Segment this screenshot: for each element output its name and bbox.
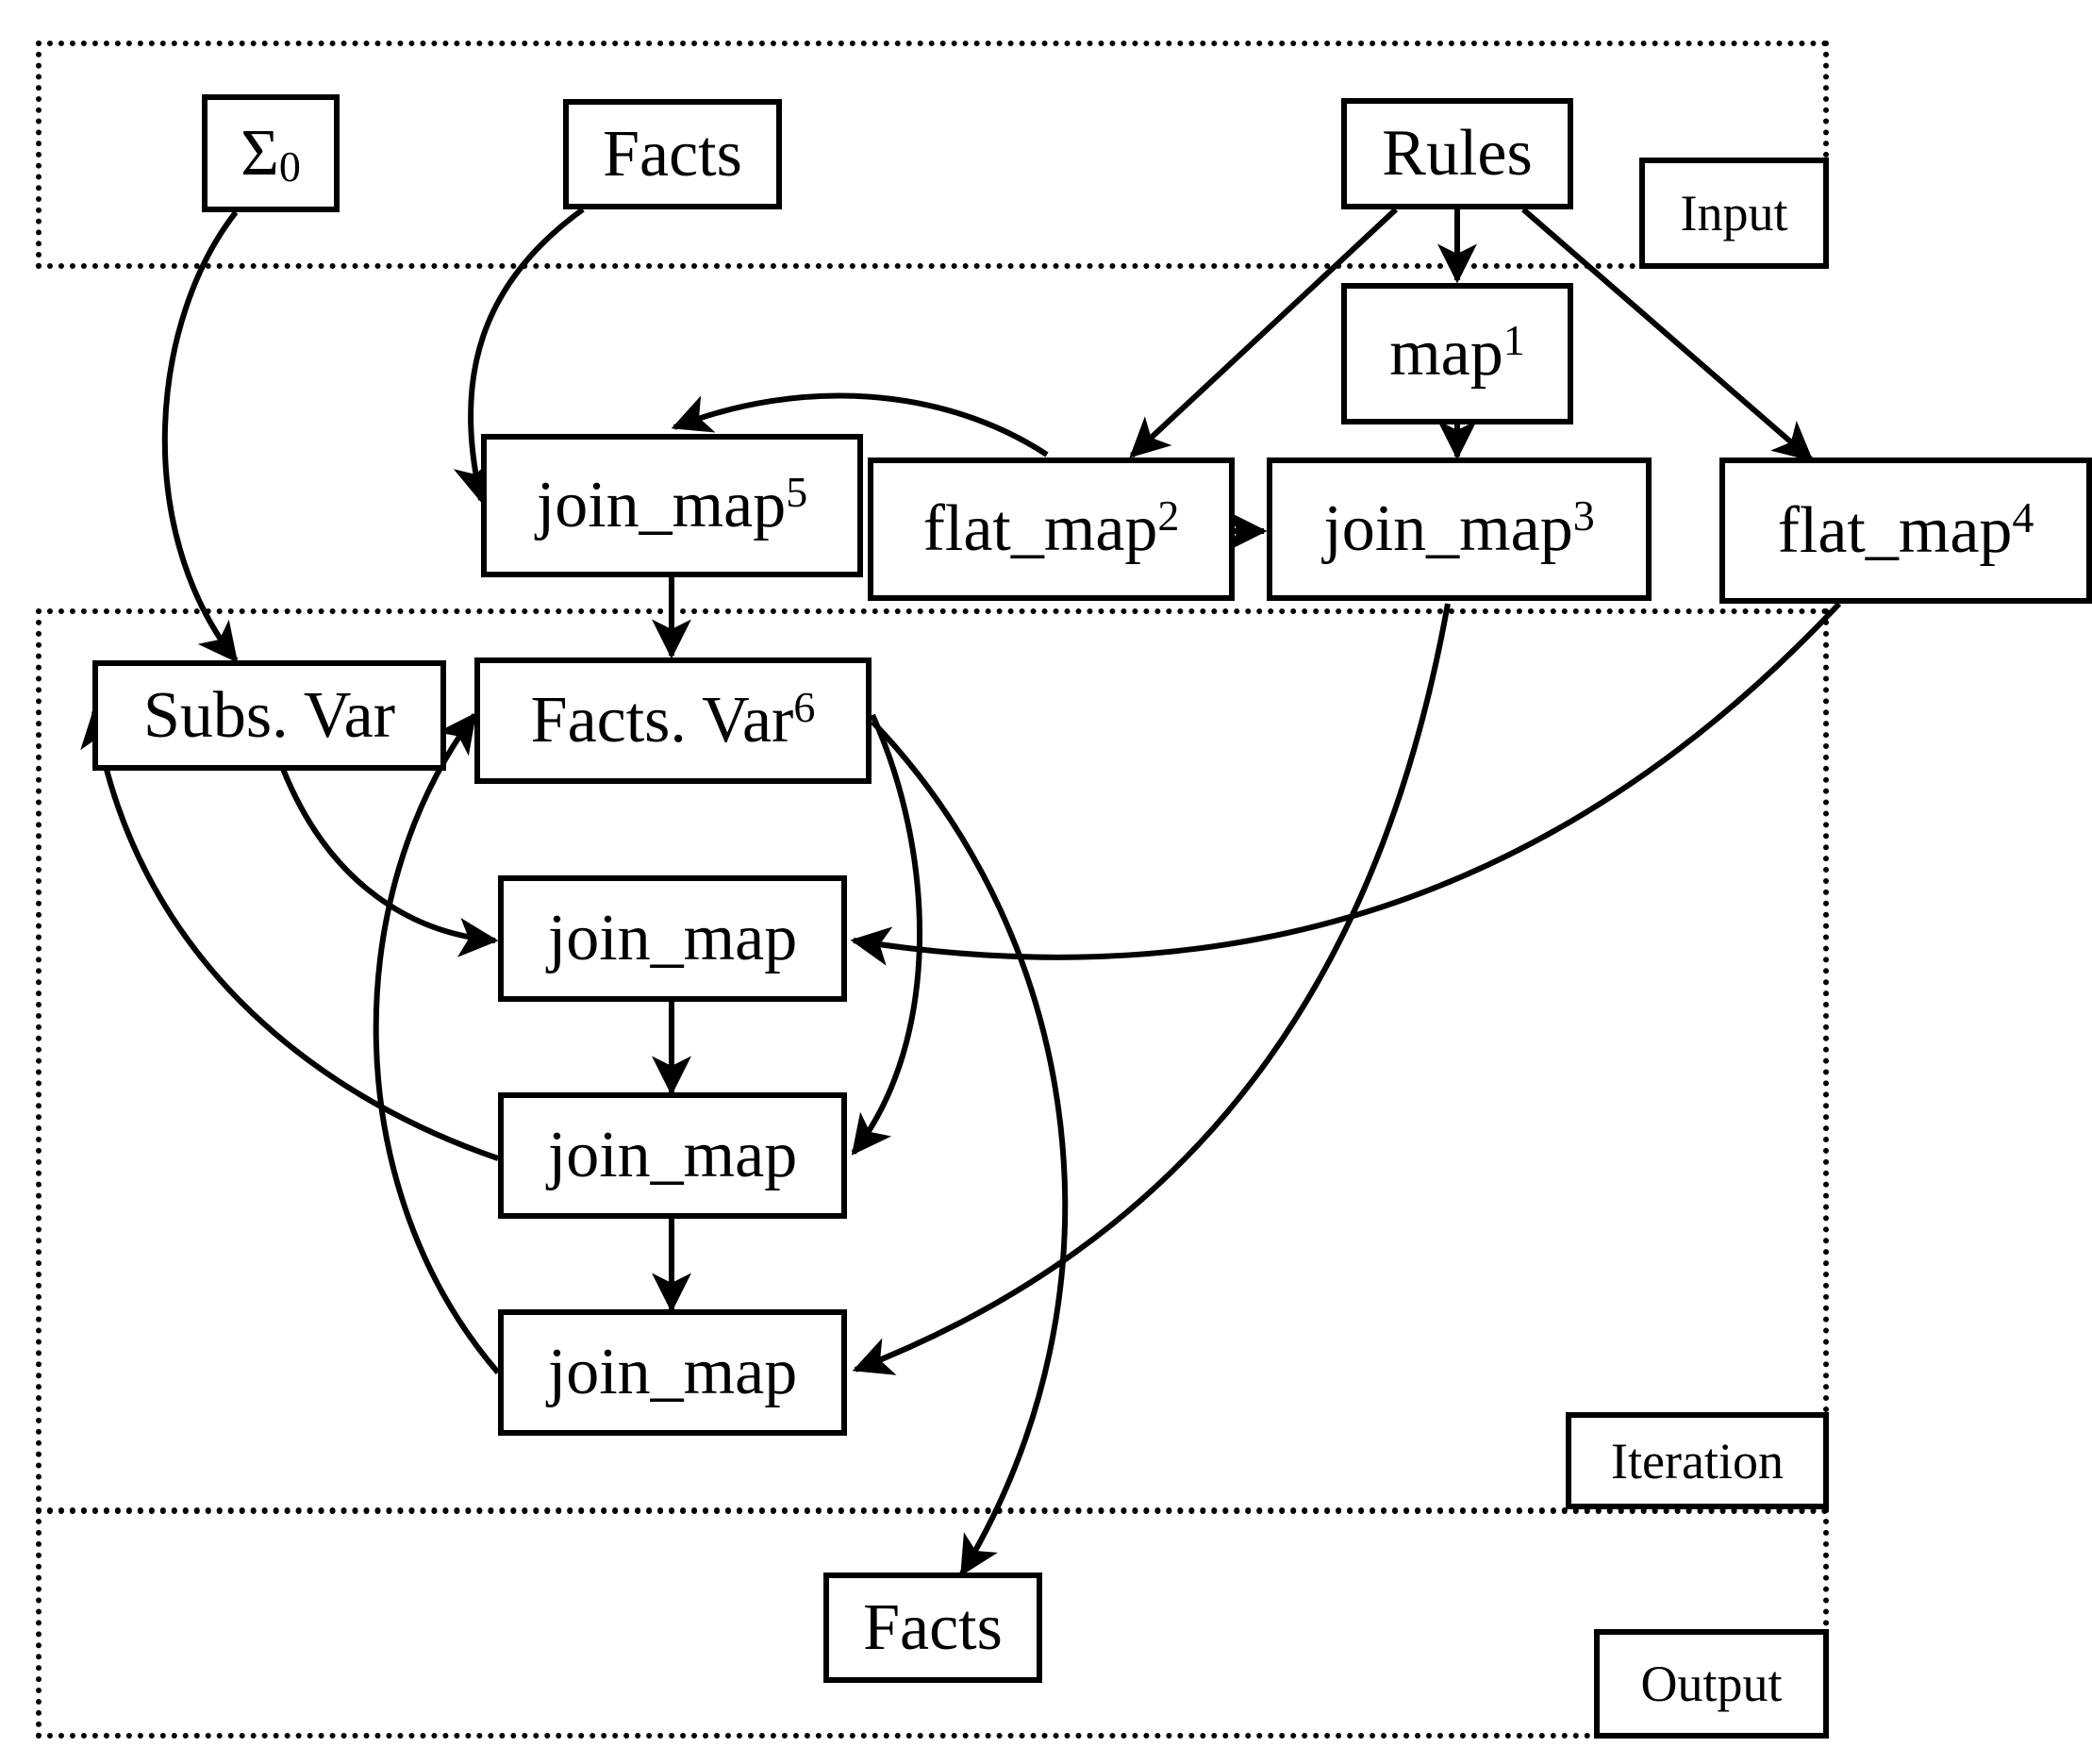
- edge-flatmap4-joinmapa: [850, 601, 1842, 966]
- edge-joinmap3-joinmapc: [852, 603, 1451, 1375]
- edge-factsvar-joinmapb: [851, 713, 923, 1156]
- input-region: [36, 41, 1829, 269]
- edge-joinmapc-factsvar: [373, 712, 501, 1374]
- edge-factsvar-factsout: [870, 719, 1069, 1576]
- join-map-c-node: join_map: [498, 1309, 847, 1436]
- edge-factsin-joinmap5: [453, 207, 585, 504]
- input-label: Input: [1639, 158, 1829, 269]
- join-map-b-node: join_map: [498, 1092, 847, 1219]
- edge-flatmap2-joinmap5: [671, 392, 1049, 458]
- output-label: Output: [1594, 1629, 1829, 1739]
- join-map-a-node: join_map: [498, 875, 847, 1002]
- edge-subsvar-joinmapa: [280, 767, 499, 957]
- facts-input-node: Facts: [563, 99, 782, 209]
- edge-rules-flatmap4: [1521, 207, 1814, 462]
- iteration-label: Iteration: [1566, 1412, 1829, 1509]
- edge-rules-flatmap2: [1129, 207, 1399, 458]
- subs-var-node: Subs. Var: [92, 660, 446, 771]
- edge-sigma0-subsvar: [161, 210, 239, 663]
- facts-output-node: Facts: [823, 1573, 1042, 1683]
- output-region: [36, 1507, 1829, 1739]
- edge-joinmapb-subsvar: [80, 707, 499, 1161]
- rules-node: Rules: [1341, 98, 1573, 209]
